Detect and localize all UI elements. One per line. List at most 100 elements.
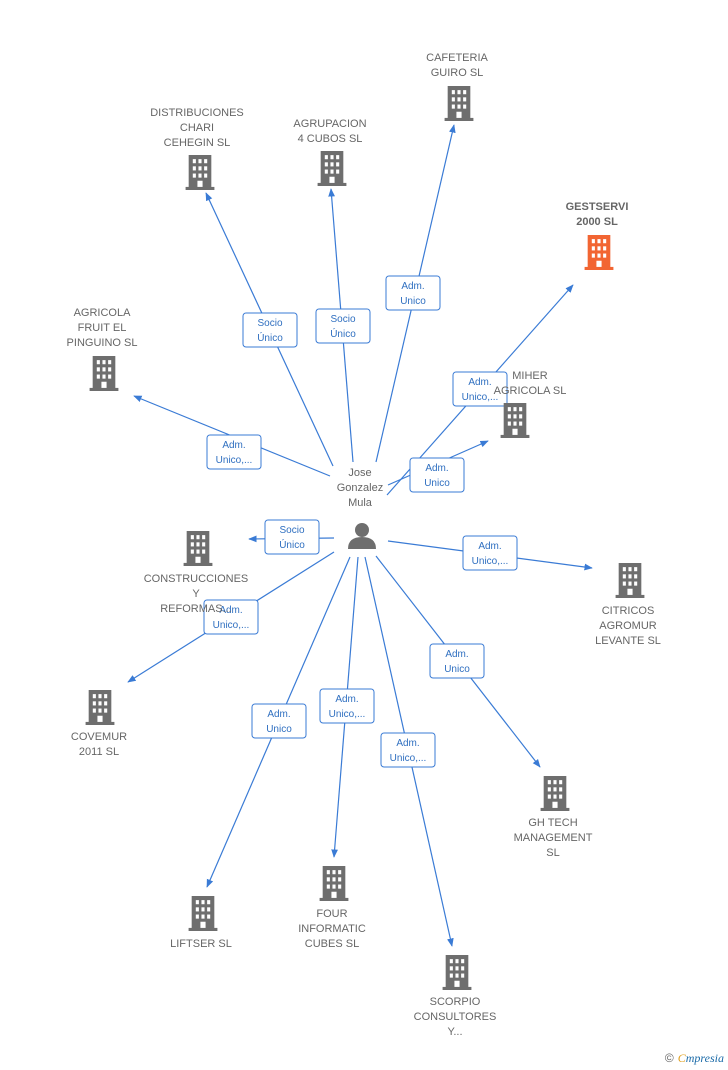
company-name-line: SL bbox=[546, 847, 559, 859]
relation-label-agricola[interactable]: Adm. Unico,... bbox=[206, 434, 262, 470]
relation-label-four[interactable]: Adm. Unico,... bbox=[319, 688, 375, 724]
building-icon bbox=[183, 531, 213, 566]
company-node-miher[interactable]: MIHER AGRICOLA SL bbox=[494, 370, 567, 438]
relation-label-covemur[interactable]: Adm. Unico,... bbox=[203, 599, 259, 635]
center-name-line-2: Gonzalez bbox=[337, 482, 383, 494]
relation-label-box bbox=[264, 519, 320, 555]
relation-label-box bbox=[462, 535, 518, 571]
company-node-agricola[interactable]: AGRICOLA FRUIT EL PINGUINO SL bbox=[67, 307, 138, 391]
relation-label-line: Socio bbox=[330, 314, 355, 325]
footer-brand: ©Cmpresia bbox=[665, 1051, 724, 1066]
company-node-four[interactable]: FOUR INFORMATIC CUBES SL bbox=[298, 866, 366, 950]
relation-label-box bbox=[315, 308, 371, 344]
relation-label-box bbox=[385, 275, 441, 311]
company-node-ghtech[interactable]: GH TECH MANAGEMENT SL bbox=[514, 776, 593, 859]
company-name-line: CEHEGIN SL bbox=[164, 137, 231, 149]
relation-label-line: Adm. bbox=[267, 709, 290, 720]
company-name-line: AGRICOLA SL bbox=[494, 385, 567, 397]
building-icon bbox=[540, 776, 570, 811]
relation-label-ghtech[interactable]: Adm.Unico bbox=[429, 643, 485, 679]
center-person-node[interactable]: Jose Gonzalez Mula bbox=[337, 467, 383, 549]
building-icon bbox=[185, 155, 215, 190]
building-icon bbox=[317, 151, 347, 186]
relation-label-box bbox=[452, 371, 508, 407]
relation-label-scorpio[interactable]: Adm. Unico,... bbox=[380, 732, 436, 768]
building-icon bbox=[584, 235, 614, 270]
relation-label-box bbox=[429, 643, 485, 679]
relation-label-box bbox=[409, 457, 465, 493]
company-name-line: REFORMAS... bbox=[160, 603, 232, 615]
relation-label-line: Único bbox=[330, 327, 356, 340]
building-icon bbox=[319, 866, 349, 901]
relation-label-liftser[interactable]: Adm. Unico bbox=[251, 703, 307, 739]
relation-label-line: Adm. bbox=[219, 605, 242, 616]
company-name-line: INFORMATIC bbox=[298, 923, 366, 935]
company-name-line: 4 CUBOS SL bbox=[298, 133, 363, 145]
building-icon bbox=[85, 690, 115, 725]
relation-label-line: Unico,... bbox=[213, 620, 250, 631]
company-name-line: PINGUINO SL bbox=[67, 337, 138, 349]
company-name-line: AGRICOLA bbox=[74, 307, 132, 319]
company-node-scorpio[interactable]: SCORPIO CONSULTORES Y... bbox=[414, 955, 497, 1038]
company-node-construcciones[interactable]: CONSTRUCCIONES Y REFORMAS... bbox=[144, 531, 249, 615]
company-name-line: CUBES SL bbox=[305, 938, 359, 950]
relation-label-line: Adm. bbox=[478, 541, 501, 552]
company-name-line: Y... bbox=[447, 1026, 462, 1038]
company-name-line: FRUIT EL bbox=[78, 322, 127, 334]
building-icon bbox=[615, 563, 645, 598]
relation-label-line: Unico bbox=[266, 724, 292, 735]
relation-label-box bbox=[251, 703, 307, 739]
company-name-line: COVEMUR bbox=[71, 731, 127, 743]
company-name-line: CONSULTORES bbox=[414, 1011, 497, 1023]
relation-label-line: Adm. bbox=[425, 463, 448, 474]
company-name-line: LEVANTE SL bbox=[595, 635, 661, 647]
company-node-distribuciones[interactable]: DISTRIBUCIONES CHARI CEHEGIN SL bbox=[150, 107, 244, 190]
company-name-line: DISTRIBUCIONES bbox=[150, 107, 244, 119]
relation-label-line: Adm. bbox=[401, 281, 424, 292]
company-name-line: AGROMUR bbox=[599, 620, 657, 632]
person-icon bbox=[348, 523, 376, 549]
relation-label-box bbox=[203, 599, 259, 635]
relation-label-line: Unico bbox=[444, 664, 470, 675]
company-name-line: GH TECH bbox=[528, 817, 577, 829]
relation-label-line: Unico,... bbox=[390, 753, 427, 764]
relation-label-gestservi[interactable]: Adm.Unico,... bbox=[452, 371, 508, 407]
building-icon bbox=[442, 955, 472, 990]
relation-label-line: Adm. bbox=[335, 694, 358, 705]
relation-label-line: Unico,... bbox=[472, 556, 509, 567]
relation-label-line: Socio bbox=[257, 318, 282, 329]
company-name-line: GESTSERVI bbox=[566, 201, 629, 213]
relation-label-citricos[interactable]: Adm. Unico,... bbox=[462, 535, 518, 571]
center-name-line-3: Mula bbox=[348, 497, 373, 509]
relation-label-line: Adm. bbox=[396, 738, 419, 749]
relation-label-line: Unico,... bbox=[329, 709, 366, 720]
relation-label-line: Adm. bbox=[222, 440, 245, 451]
relation-label-miher[interactable]: Adm. Unico bbox=[409, 457, 465, 493]
building-icon bbox=[188, 896, 218, 931]
company-name-line: SCORPIO bbox=[430, 996, 481, 1008]
relation-label-line: Unico,... bbox=[216, 455, 253, 466]
company-name-line: FOUR bbox=[316, 908, 347, 920]
company-name-line: CHARI bbox=[180, 122, 214, 134]
company-name-line: GUIRO SL bbox=[431, 67, 484, 79]
company-node-liftser[interactable]: LIFTSER SL bbox=[170, 896, 232, 950]
company-name-line: MANAGEMENT bbox=[514, 832, 593, 844]
relation-label-box bbox=[380, 732, 436, 768]
brand-logo: Cmpresia bbox=[677, 1051, 724, 1065]
relation-label-line: Único bbox=[279, 538, 305, 551]
company-name-line: CONSTRUCCIONES bbox=[144, 573, 249, 585]
company-name-line: MIHER bbox=[512, 370, 548, 382]
company-name-line: Y bbox=[192, 588, 200, 600]
relation-label-line: Único bbox=[257, 331, 283, 344]
relation-label-cafeteria[interactable]: Adm.Unico bbox=[385, 275, 441, 311]
relation-label-line: Unico bbox=[424, 478, 450, 489]
